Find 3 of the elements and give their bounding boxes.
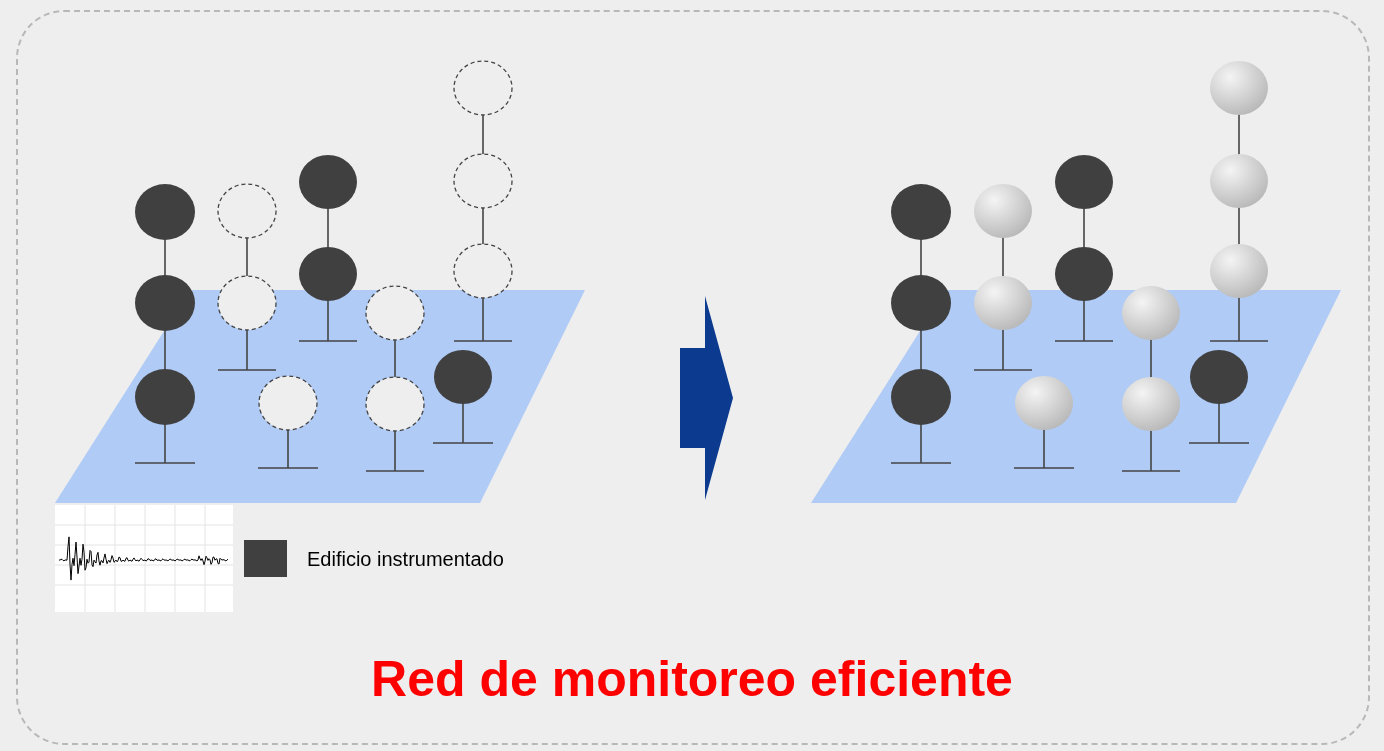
caption-title: Red de monitoreo eficiente: [370, 650, 1014, 709]
legend-label: Edificio instrumentado: [307, 546, 504, 572]
block-arrow: [680, 296, 733, 500]
